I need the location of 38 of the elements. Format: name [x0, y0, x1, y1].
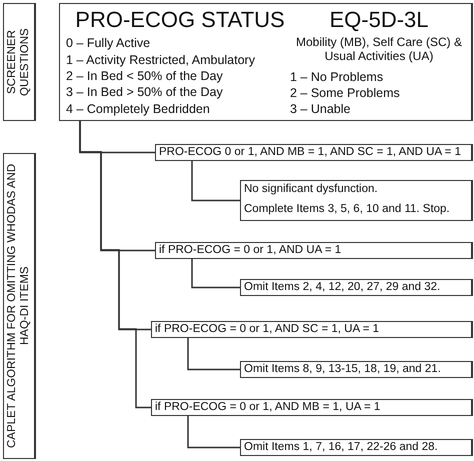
- text-line: if PRO-ECOG = 0 or 1, AND UA = 1: [159, 244, 342, 258]
- condition-box: [155, 242, 473, 259]
- text-line: if PRO-ECOG = 0 or 1, AND SC = 1, UA = 1: [155, 323, 380, 336]
- result-box: [240, 180, 473, 221]
- result-box: [240, 279, 473, 296]
- heading: PRO-ECOG STATUS: [74, 7, 286, 32]
- text-line: 2 – Some Problems: [290, 86, 400, 100]
- side-label-box: [3, 3, 36, 121]
- text-line: 3 – In Bed > 50% of the Day: [66, 85, 223, 100]
- text-line: No significant dysfunction.: [244, 183, 378, 196]
- connector-line: [79, 121, 151, 408]
- text-line: Complete Items 3, 5, 6, 10 and 11. Stop.: [244, 203, 450, 216]
- side-label: CAPLET ALGORITHM FOR OMITTING WHODAS AND HAQ-DI ITEMS: [6, 162, 32, 450]
- text-line: 3 – Unable: [290, 102, 350, 116]
- result-box: [240, 439, 473, 456]
- result-box: [240, 361, 473, 378]
- text-line: 2 – In Bed < 50% of the Day: [66, 69, 223, 84]
- text-line: 0 – Fully Active: [66, 36, 150, 50]
- heading: EQ-5D-3L: [328, 7, 430, 32]
- text-line: 1 – Activity Restricted, Ambulatory: [66, 53, 255, 68]
- text-line: PRO-ECOG 0 or 1, AND MB = 1, AND SC = 1, AND UA = 1: [159, 146, 461, 160]
- connector-line: [187, 416, 240, 448]
- connector-line: [191, 161, 240, 202]
- side-label: SCREENER QUESTIONS: [6, 27, 32, 98]
- text-line: 1 – No Problems: [290, 70, 384, 84]
- text-line: Omit Items 2, 4, 12, 20, 27, 29 and 32.: [244, 281, 440, 294]
- condition-box: [151, 321, 473, 338]
- text-line: Omit Items 1, 7, 16, 17, 22-26 and 28.: [244, 441, 438, 454]
- text-line: Omit Items 8, 9, 13-15, 18, 19, and 21.: [244, 363, 441, 376]
- condition-box: [155, 144, 473, 161]
- connector-line: [191, 259, 240, 288]
- text-line: if PRO-ECOG = 0 or 1, AND MB = 1, UA = 1: [155, 401, 380, 414]
- condition-box: [151, 399, 473, 416]
- text-line: 4 – Completely Bedridden: [66, 102, 210, 116]
- side-label-box: [3, 153, 36, 459]
- text-line: Mobility (MB), Self Care (SC) & Usual Activities (UA): [294, 36, 464, 64]
- connector-line: [187, 338, 240, 370]
- screener-box: [59, 3, 473, 121]
